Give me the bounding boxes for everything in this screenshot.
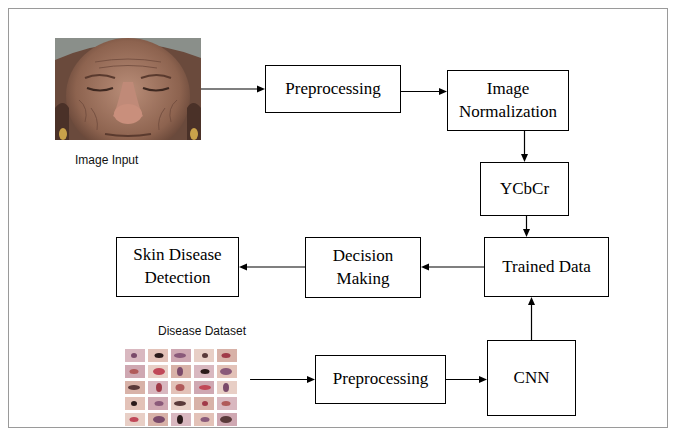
arrow-head xyxy=(257,86,265,93)
dataset-thumbnails xyxy=(125,349,237,427)
arrow-head xyxy=(421,264,429,271)
arrow-head xyxy=(307,376,315,383)
box-label: YCbCr xyxy=(500,178,549,201)
flow-arrow xyxy=(528,297,535,340)
box-label: Decision Making xyxy=(314,245,412,291)
arrow-head xyxy=(523,229,530,237)
process-box: Preprocessing xyxy=(265,65,401,113)
box-label: Skin Disease Detection xyxy=(125,244,230,290)
flow-arrow xyxy=(250,376,315,383)
arrow-line xyxy=(401,91,440,92)
dataset-caption: Disease Dataset xyxy=(158,324,246,338)
frame-border xyxy=(9,9,668,428)
flow-arrow xyxy=(421,264,484,271)
image-caption: Image Input xyxy=(75,153,138,167)
arrow-head xyxy=(239,264,247,271)
box-label: Image Normalization xyxy=(456,78,560,124)
process-box: Trained Data xyxy=(484,237,609,297)
flow-arrow xyxy=(521,131,528,162)
box-label: Preprocessing xyxy=(333,368,428,391)
process-box: Skin Disease Detection xyxy=(116,237,239,297)
process-box: Preprocessing xyxy=(315,355,446,404)
arrow-line xyxy=(250,379,308,380)
flow-arrow xyxy=(201,86,265,93)
process-box: Decision Making xyxy=(305,237,421,298)
flow-arrow xyxy=(446,376,487,383)
arrow-head xyxy=(528,297,535,305)
flow-arrow xyxy=(523,216,530,237)
arrow-head xyxy=(479,376,487,383)
arrow-line xyxy=(201,88,258,89)
box-label: Preprocessing xyxy=(285,78,380,101)
arrow-line xyxy=(428,266,484,267)
face-photo xyxy=(55,38,201,140)
input-image: Image Input xyxy=(55,38,201,172)
box-label: Trained Data xyxy=(502,256,591,279)
arrow-head xyxy=(521,154,528,162)
dataset-image: Disease Dataset xyxy=(120,322,250,428)
flow-arrow xyxy=(401,88,447,95)
flow-arrow xyxy=(239,264,305,271)
arrow-line xyxy=(246,266,305,267)
process-box: Image Normalization xyxy=(447,70,569,131)
arrow-line xyxy=(526,216,527,230)
arrow-line xyxy=(446,379,480,380)
arrow-line xyxy=(524,131,525,155)
arrow-head xyxy=(439,88,447,95)
arrow-line xyxy=(531,304,532,340)
process-box: YCbCr xyxy=(480,162,569,216)
process-box: CNN xyxy=(487,340,576,416)
box-label: CNN xyxy=(514,367,550,390)
